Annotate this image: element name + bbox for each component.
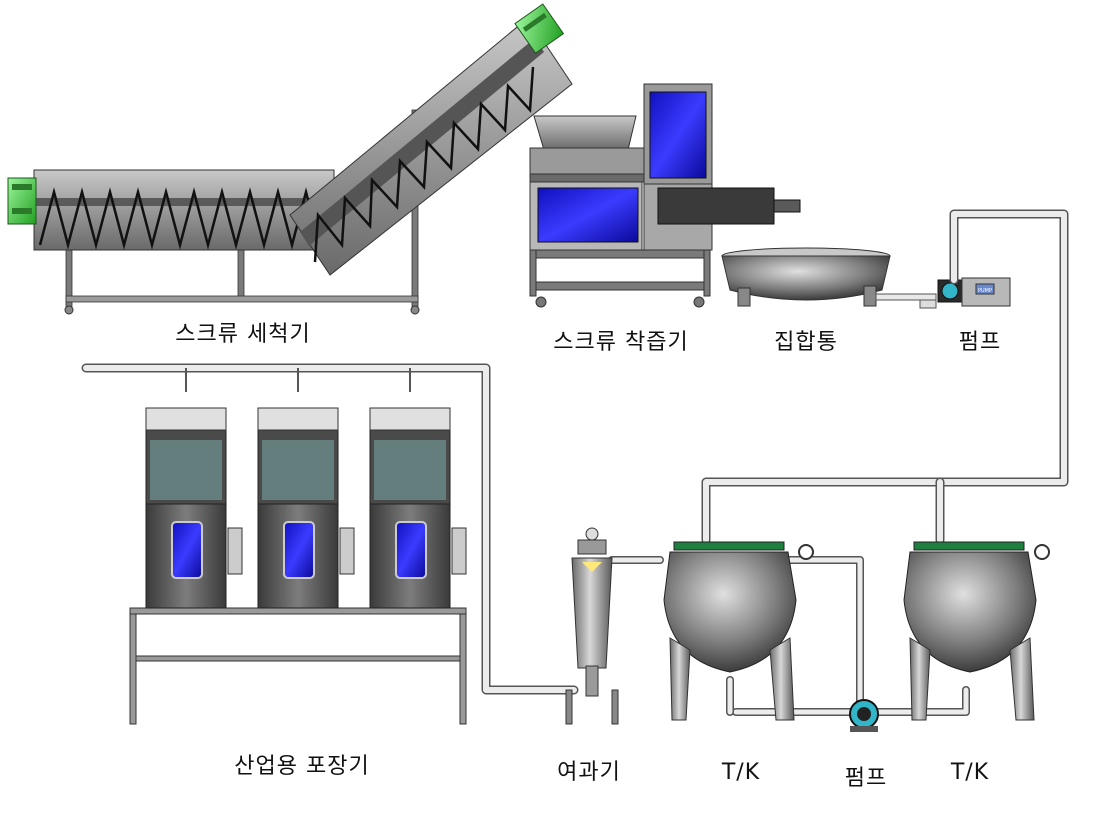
packaging-machines [129,368,467,725]
pipes [81,209,1069,716]
label-collection-tank: 집합통 [774,330,838,355]
label-packaging-machine: 산업용 포장기 [234,754,370,779]
label-screw-juicer: 스크류 착즙기 [553,330,689,355]
pump-nameplate: PUMP [978,288,992,294]
packaging-unit-1 [145,407,243,609]
collection-tank [721,247,937,307]
label-tank-left: T/K [721,760,761,785]
packaging-unit-2 [257,407,355,609]
pump-bottom [849,699,879,732]
screw-washer [7,3,573,315]
label-pump-top: 펌프 [958,330,1002,355]
label-filter: 여과기 [557,760,621,785]
pump-top: PUMP [919,277,1011,309]
label-screw-washer: 스크류 세척기 [175,322,311,347]
packaging-unit-3 [369,407,467,609]
tank-left [663,541,814,721]
tank-right [903,541,1050,721]
filter [565,527,619,725]
screw-juicer [529,83,801,308]
label-tank-right: T/K [950,760,990,785]
label-pump-bottom: 펌프 [844,766,888,791]
